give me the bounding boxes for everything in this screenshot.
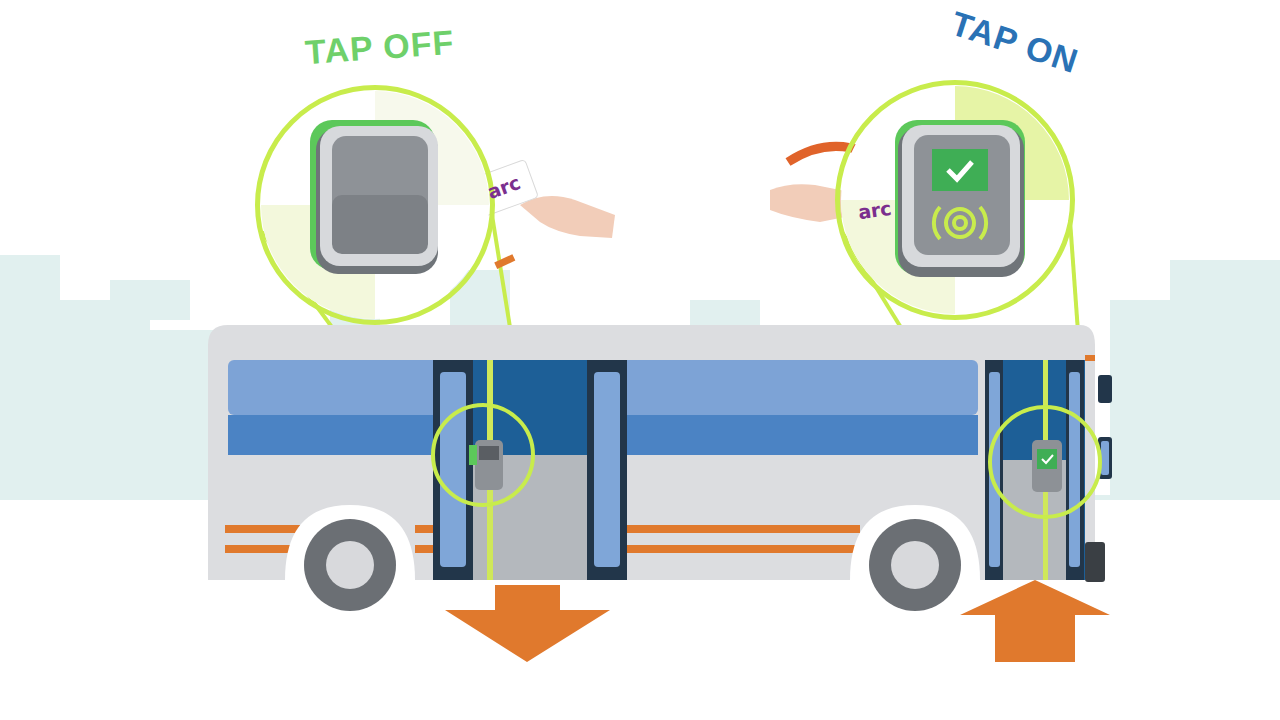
card-reader bbox=[260, 90, 490, 320]
callout-heading: TAP ON bbox=[947, 4, 1084, 82]
callout-heading: TAP OFF bbox=[304, 23, 456, 72]
exit-arrow bbox=[445, 585, 610, 662]
callout-ring bbox=[433, 405, 533, 505]
callout-circle: TAP OFF bbox=[255, 85, 495, 325]
enter-arrow bbox=[960, 580, 1110, 662]
bus bbox=[208, 325, 1112, 611]
card-logo: arc bbox=[857, 197, 893, 223]
callout-ring bbox=[990, 407, 1100, 517]
